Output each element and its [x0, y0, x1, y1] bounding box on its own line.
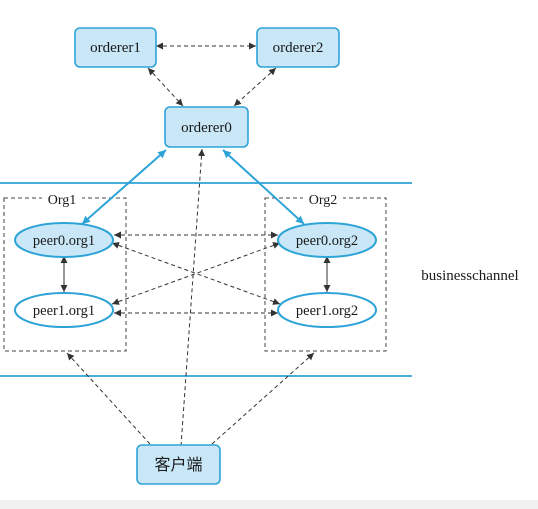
channel-label: businesschannel — [421, 268, 518, 284]
orderer1-node — [74, 27, 157, 68]
peer0-org2-node — [277, 222, 377, 258]
client-node — [136, 444, 221, 485]
orderer2-label: orderer2 — [273, 40, 324, 56]
peer1-org1-node — [14, 292, 114, 328]
org2-label-bg — [303, 191, 343, 207]
peer1-org2-label: peer1.org2 — [296, 303, 358, 319]
org1-label-bg — [42, 191, 82, 207]
peer0org1-peer1org2-link — [111, 242, 281, 305]
bottom-strip — [0, 500, 538, 509]
org2-label: Org2 — [309, 193, 338, 208]
client-org2-link — [211, 352, 315, 445]
org1-box — [3, 197, 127, 352]
client-org1-link — [66, 352, 151, 445]
peer1org1-peer0org2-link — [111, 242, 281, 305]
orderer1-label: orderer1 — [90, 40, 141, 56]
peer1-org2-node — [277, 292, 377, 328]
peer0-org2-label: peer0.org2 — [296, 233, 358, 249]
orderer0-node — [164, 106, 249, 148]
peer0-org1-node — [14, 222, 114, 258]
org1-label: Org1 — [48, 193, 77, 208]
orderer2-orderer0-link — [233, 67, 277, 107]
orderer0-label: orderer0 — [181, 120, 232, 136]
org2-box — [264, 197, 387, 352]
client-orderer0-link — [180, 148, 205, 447]
peer0-org1-label: peer0.org1 — [33, 233, 95, 249]
orderer1-orderer0-link — [147, 67, 184, 107]
orderer0-peer0org2-link — [222, 149, 305, 225]
orderer2-node — [256, 27, 340, 68]
client-label: 客户端 — [154, 456, 202, 474]
orderer0-peer0org1-link — [81, 149, 167, 225]
peer1-org1-label: peer1.org1 — [33, 303, 95, 319]
